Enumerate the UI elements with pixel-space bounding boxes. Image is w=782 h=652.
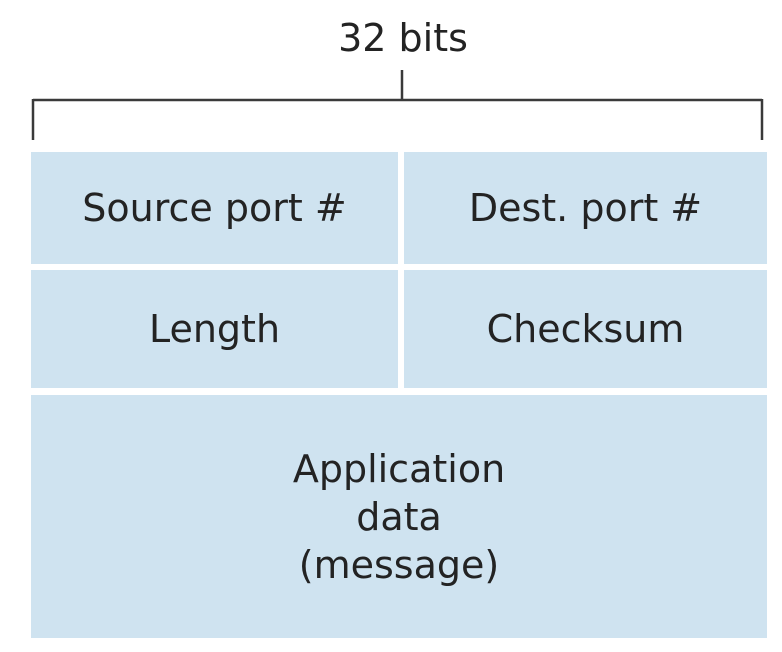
length-field: Length — [31, 270, 398, 388]
application-data-field: Application data (message) — [31, 395, 767, 638]
payload-line: Application — [292, 446, 506, 491]
payload-line: (message) — [298, 542, 500, 587]
length-label: Length — [148, 307, 281, 351]
payload-line: data — [356, 494, 442, 539]
checksum-label: Checksum — [486, 307, 685, 351]
dest-port-field: Dest. port # — [404, 152, 767, 264]
dest-port-label: Dest. port # — [468, 186, 703, 230]
width-bracket — [31, 70, 764, 140]
width-label: 32 bits — [338, 16, 468, 60]
checksum-field: Checksum — [404, 270, 767, 388]
source-port-field: Source port # — [31, 152, 398, 264]
source-port-label: Source port # — [82, 186, 347, 230]
